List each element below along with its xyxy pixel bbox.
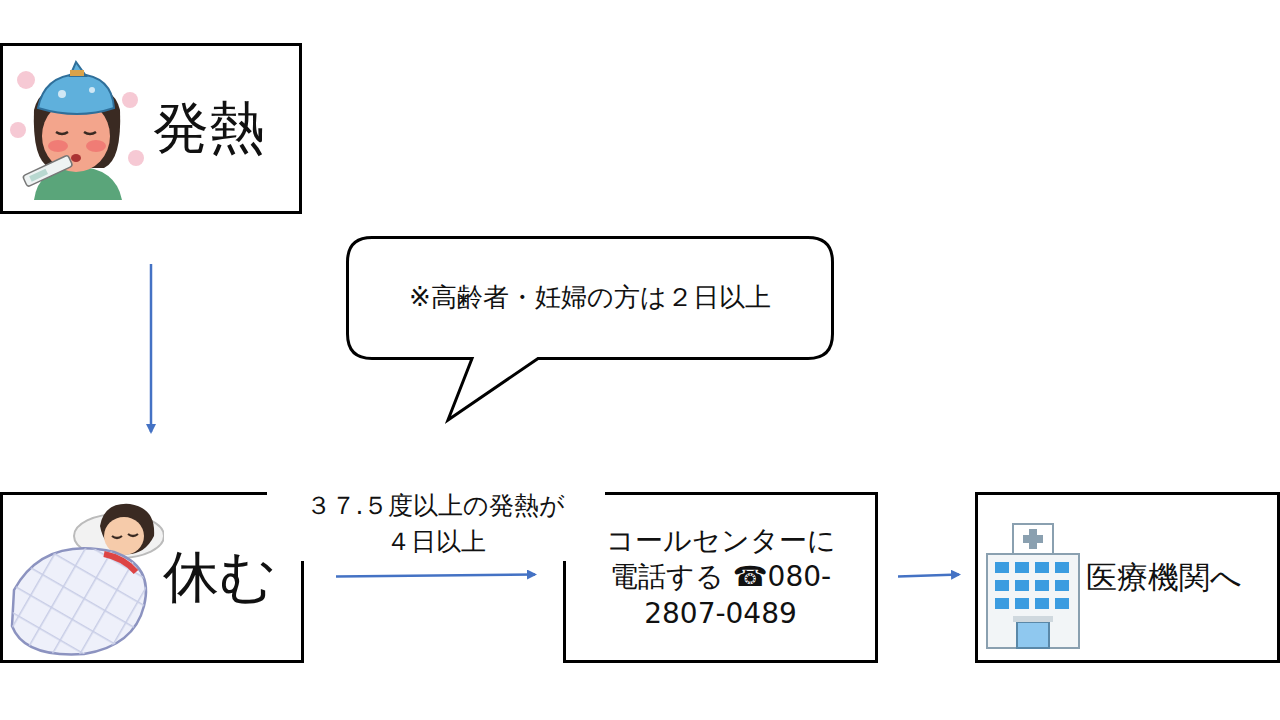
rest-illustration	[4, 496, 164, 660]
node-text: ※高齢者・妊婦の方は２日以上	[409, 281, 771, 315]
flow-arrow	[898, 575, 959, 577]
node-text: 休む	[163, 541, 276, 614]
hospital-illustration	[985, 520, 1081, 652]
process-box: コールセンターに 電話する ☎080-2807-0489	[563, 492, 878, 663]
node-text: 発熱	[153, 92, 265, 165]
process-box: 休む	[0, 492, 304, 663]
node-text: 医療機関へ	[1086, 557, 1242, 597]
callout-bubble: ※高齢者・妊婦の方は２日以上	[346, 236, 834, 360]
process-box: 発熱	[0, 43, 302, 214]
flow-arrow	[336, 575, 535, 577]
node-text: コールセンターに 電話する ☎080-2807-0489	[583, 523, 858, 632]
flow-arrow	[150, 264, 153, 432]
fever-illustration	[4, 50, 154, 210]
edge-label: ３７.５度以上の発熱が ４日以上	[267, 488, 605, 561]
process-box: 医療機関へ	[975, 492, 1280, 663]
